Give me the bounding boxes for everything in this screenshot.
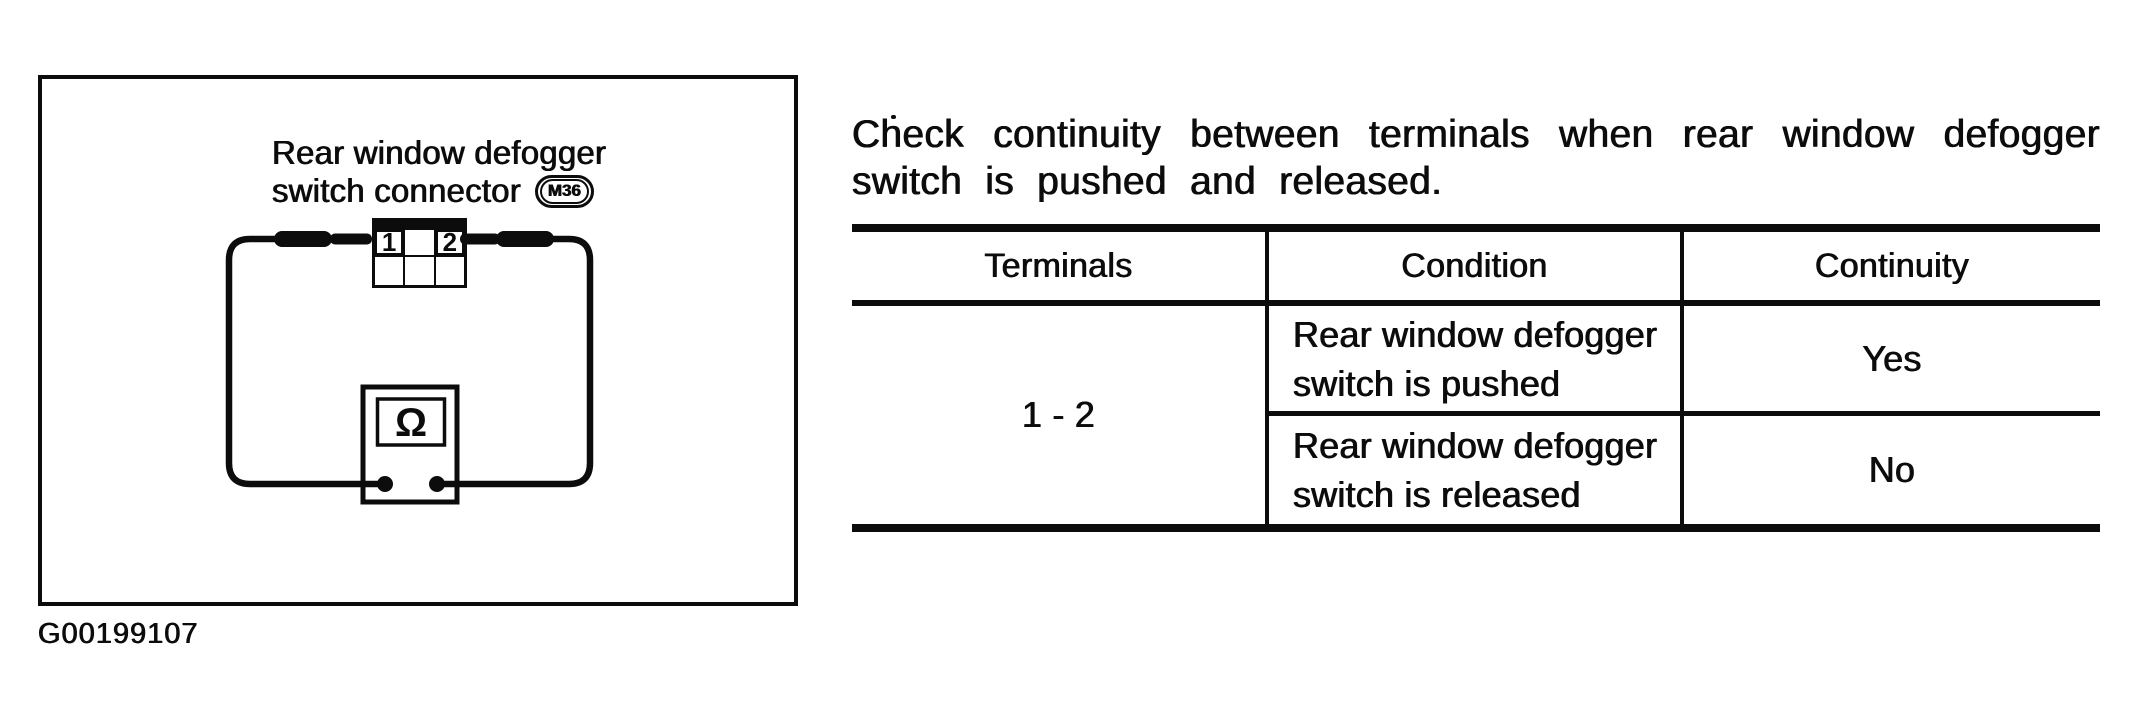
scan-artifact-dot [891,115,896,119]
left-probe-dot [377,476,393,492]
right-lead-plug [496,231,554,247]
right-test-lead [439,235,594,488]
description-word: window [1782,113,1915,156]
table-column-divider-2 [1680,224,1684,532]
connector-id-badge: M36 [534,174,594,208]
right-lead-stub [460,233,500,245]
table-column-divider-1 [1265,224,1269,532]
terminal-1-cell: 1 [374,227,405,257]
table-top-border [852,224,2100,232]
column-header-continuity: Continuity [1814,246,1970,285]
right-probe-dot [429,476,445,492]
connector-label-line1: Rear window defogger [272,134,607,171]
diagram-frame: Rear window defogger switch connector M3… [38,75,798,606]
condition-cell-row1: Rear window defogger switch is pushed [1293,313,1658,404]
column-header-condition: Condition [1401,246,1548,285]
continuity-cell-row2: No [1868,449,1916,490]
ohm-symbol-icon: Ω [395,401,427,445]
empty-pin-cell [374,256,405,286]
description-word: continuity [993,113,1162,156]
figure-id: G00199107 [38,618,199,650]
description-text: Check continuity between terminals when … [852,111,2100,205]
ohmmeter-display [375,397,447,447]
left-test-lead [225,235,383,488]
description-line2: switch is pushed and released. [852,160,1443,203]
description-line1: Check continuity between terminals when … [852,111,2100,158]
left-lead-stub [330,233,372,245]
table-header-separator [852,300,2100,306]
connector-id-text: M36 [539,178,589,204]
table-bottom-border [852,524,2100,532]
continuity-cell-row1: Yes [1862,337,1922,379]
connector-pin-grid: 1 2 [372,218,467,288]
empty-pin-cell [404,256,435,286]
connector-top-bar [372,218,467,227]
description-word: rear [1682,113,1754,156]
description-word: Check [852,113,965,156]
test-circuit: Ω [225,231,594,505]
empty-pin-cell [434,256,465,286]
connector-label-line2: switch connector [272,172,521,209]
condition-cell-row2: Rear window defogger switch is released [1293,425,1658,515]
connector-label: Rear window defogger switch connector M3… [272,134,606,210]
description-word: between [1190,113,1340,156]
terminals-cell: 1 - 2 [1021,394,1096,435]
empty-pin-cell [404,229,435,256]
left-lead-plug [274,231,332,247]
column-header-terminals: Terminals [984,246,1133,285]
description-word: terminals [1368,113,1530,156]
description-word: when [1559,113,1654,156]
description-word: defogger [1943,113,2100,156]
